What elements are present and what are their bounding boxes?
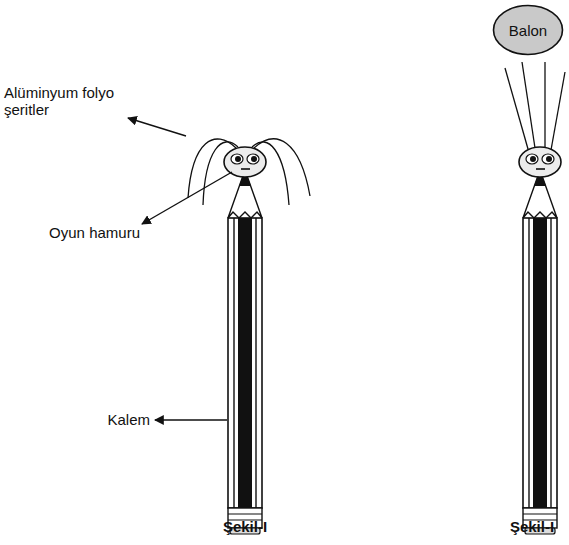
leader-arrows [128, 118, 232, 420]
pencil [228, 170, 262, 534]
figure-caption: Şekil-I [223, 518, 267, 535]
part-label: Oyun hamuru [49, 224, 140, 241]
play-dough-head [519, 147, 561, 177]
figure-caption: Şekil-I [510, 518, 554, 535]
balloon: Balon [492, 4, 564, 56]
part-label: Alüminyum folyo şeritler [4, 84, 126, 119]
node-text: Balon [509, 22, 547, 39]
foil-strips-raised [505, 62, 565, 150]
pencil [523, 170, 557, 534]
part-label: Kalem [107, 411, 150, 428]
